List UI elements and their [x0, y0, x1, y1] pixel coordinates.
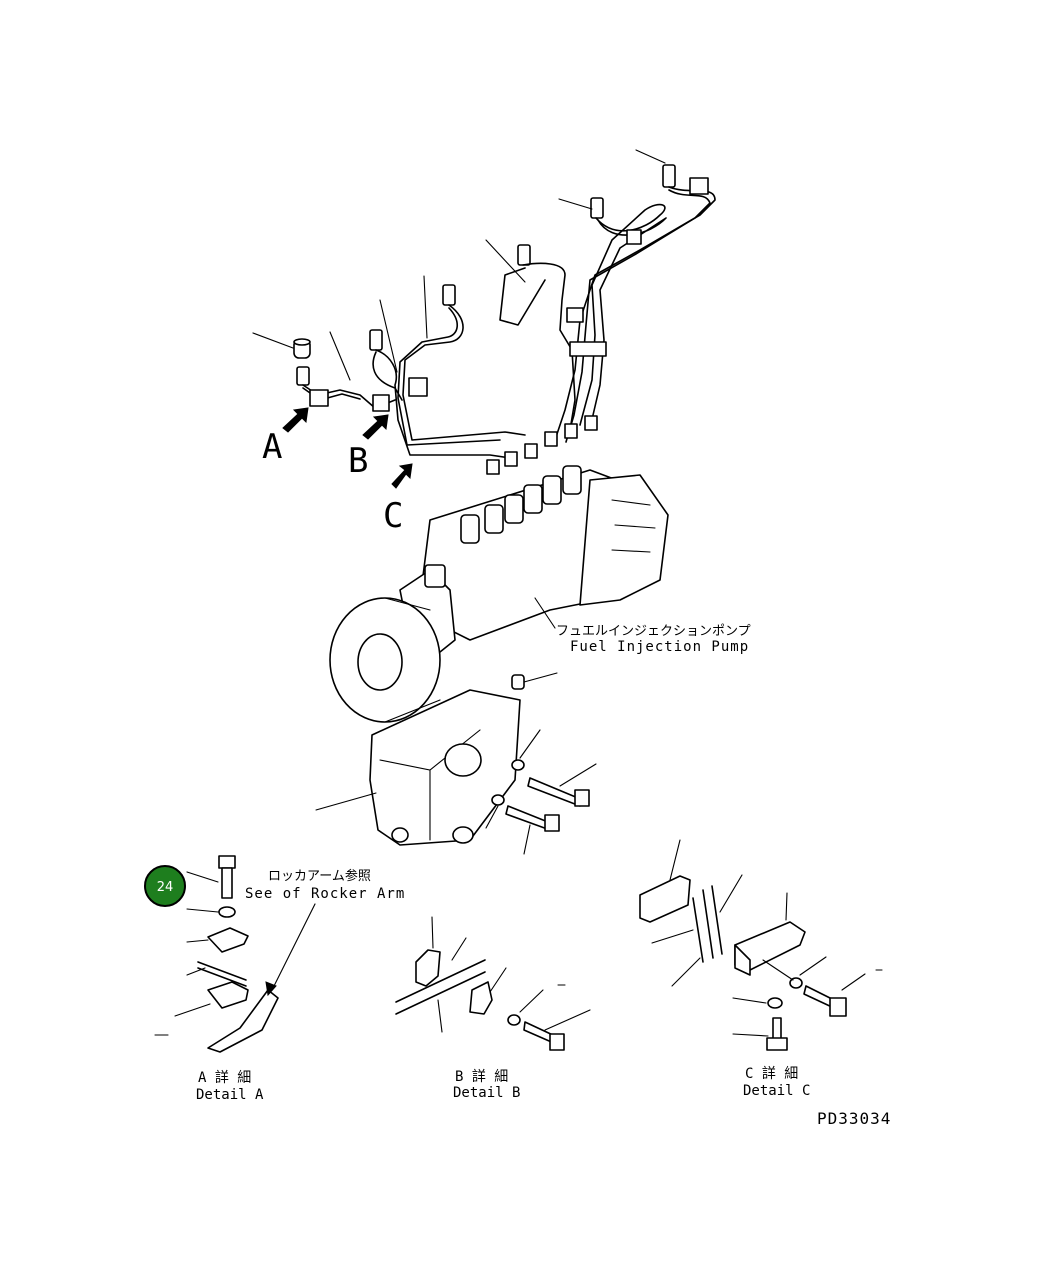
rocker-arm-ref-jp: ロッカアーム参照	[268, 868, 371, 884]
view-arrow-a: A	[262, 407, 309, 467]
part-callout-24[interactable]: 24	[144, 865, 186, 907]
fuel-injection-pump	[329, 465, 669, 723]
pump-label-en: Fuel Injection Pump	[570, 639, 749, 655]
cap-fitting	[293, 338, 311, 359]
view-label-b: B	[348, 441, 368, 481]
detail-b-title-en: Detail B	[453, 1085, 520, 1101]
view-arrow-c: C	[383, 463, 413, 536]
detail-c: C 詳 細 Detail C	[639, 839, 883, 1099]
delivery-valve-holders	[460, 465, 582, 544]
detail-c-title-jp: C 詳 細	[745, 1066, 798, 1082]
view-arrow-b: B	[348, 414, 389, 481]
detail-b-title-jp: B 詳 細	[455, 1069, 508, 1085]
detail-a: ロッカアーム参照 See of Rocker Arm A 詳 細 Detail …	[154, 855, 405, 1103]
injection-lines	[252, 149, 716, 475]
view-label-c: C	[383, 496, 403, 536]
pump-label: フュエルインジェクションポンプ Fuel Injection Pump	[534, 597, 751, 655]
callout-badge[interactable]	[144, 865, 186, 907]
detail-a-title-jp: A 詳 細	[198, 1070, 251, 1086]
rocker-arm-ref-en: See of Rocker Arm	[245, 886, 405, 902]
nozzle-fitting	[296, 164, 676, 386]
drawing-number: PD33034	[817, 1109, 891, 1128]
pump-label-jp: フュエルインジェクションポンプ	[556, 624, 751, 639]
pump-bracket	[315, 672, 597, 855]
detail-c-title-en: Detail C	[743, 1083, 810, 1099]
detail-b: B 詳 細 Detail B	[395, 916, 591, 1101]
detail-a-title-en: Detail A	[196, 1087, 264, 1103]
callout-number[interactable]: 24	[157, 880, 174, 895]
view-label-a: A	[262, 427, 282, 467]
